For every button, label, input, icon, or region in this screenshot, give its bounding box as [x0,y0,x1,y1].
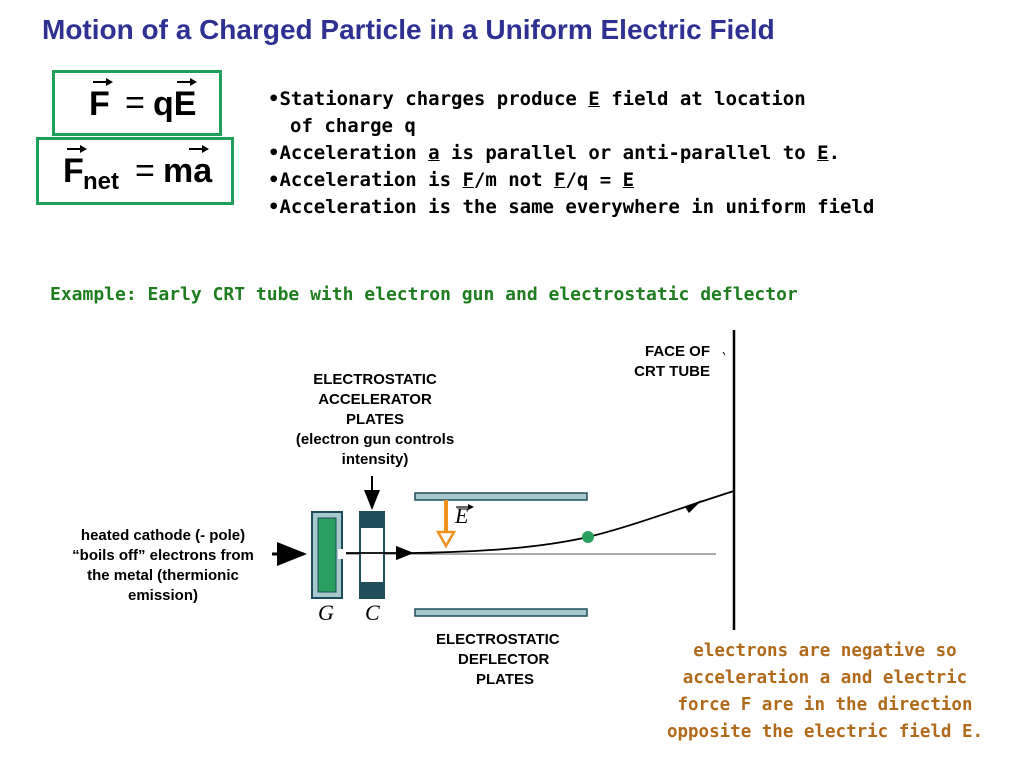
eq2-subscript: net [83,168,119,195]
vector-arrow-icon [67,145,87,153]
vector-arrow-icon [93,78,113,86]
bullet-list: •Stationary charges produce E field at l… [268,86,874,221]
equation-force-box: F = qE [52,70,222,136]
bullet-item: •Stationary charges produce E field at l… [268,88,806,110]
electron-note: electrons are negative so acceleration a… [666,641,984,742]
example-caption: Example: Early CRT tube with electron gu… [50,284,798,305]
deflector-plate-bottom [414,608,588,617]
electron-dot [582,531,594,543]
eq2-lhs: F [63,152,84,190]
accelerator-plate-c [359,511,385,599]
eq2-equals: = [135,152,155,190]
vector-arrow-icon [177,78,197,86]
accelerator-plates-label: ELECTROSTATIC ACCELERATOR PLATES (electr… [295,371,455,468]
vector-arrow-icon [468,504,474,510]
eq1-lhs: F [89,85,110,123]
cathode-grid-g [311,511,346,599]
grid-g-label: G [318,600,334,625]
field-arrow-head-icon [435,530,457,549]
crt-face-label: FACE OF CRT TUBE [634,343,710,380]
deflector-plate-top [414,492,588,501]
deflector-plates-label: ELECTROSTATIC DEFLECTOR PLATES [436,631,560,688]
eq1-rhs: qE [153,85,197,123]
eq2-rhs: ma [163,152,213,190]
plate-c-label: C [365,600,380,625]
equation-newton-box: F net = ma [36,137,234,205]
bullet-item-continuation: of charge q [290,115,416,137]
bullet-item: •Acceleration is F/m not F/q = E [268,169,635,191]
vector-arrow-icon [189,145,209,153]
eq1-equals: = [125,84,145,122]
field-e-label: E [455,503,469,528]
trajectory-arrow-icon [685,500,702,513]
page-title: Motion of a Charged Particle in a Unifor… [42,14,775,45]
heated-cathode-label: heated cathode (- pole) “boils off” elec… [72,527,254,604]
bullet-item: •Acceleration a is parallel or anti-para… [268,142,841,164]
bullet-item: •Acceleration is the same everywhere in … [268,196,875,218]
